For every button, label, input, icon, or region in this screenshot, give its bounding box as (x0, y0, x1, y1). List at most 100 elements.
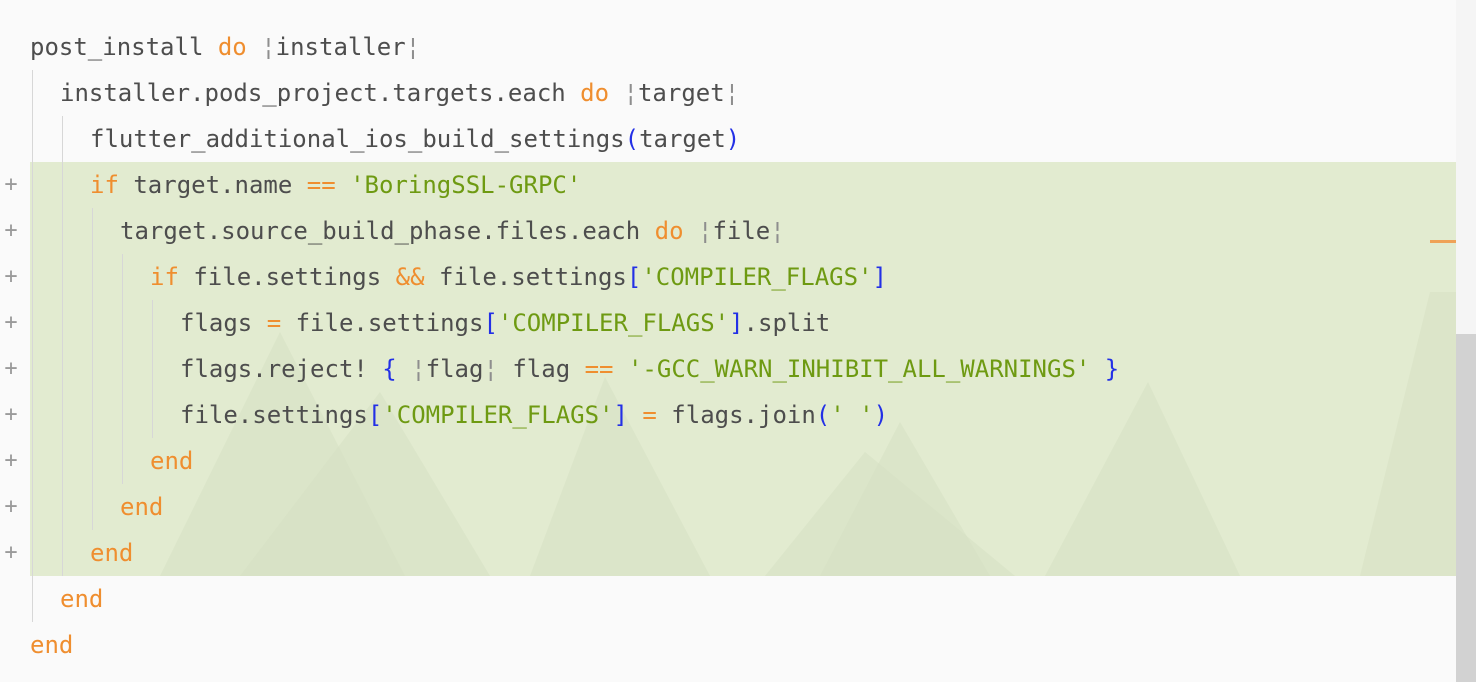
code-token: = (266, 309, 282, 337)
code-token: = (642, 401, 657, 429)
code-token: end (30, 631, 74, 659)
code-token: [ (483, 309, 498, 337)
code-token (628, 401, 642, 429)
code-token (614, 355, 628, 383)
code-line[interactable]: installer.pods_project.targets.each do ¦… (0, 70, 1476, 116)
added-line-marker: + (4, 172, 18, 197)
indent-guide (62, 116, 63, 576)
code-token: ¦ (411, 355, 426, 383)
code-token: file.settings (180, 401, 368, 429)
code-line[interactable]: if target.name == 'BoringSSL-GRPC' (0, 162, 1476, 208)
code-line[interactable]: flags.reject! { ¦flag¦ flag == '-GCC_WAR… (0, 346, 1476, 392)
added-line-marker: + (4, 310, 18, 335)
code-token: file.settings (424, 263, 627, 291)
code-token: [ (626, 263, 642, 291)
code-token (684, 217, 698, 245)
indent-guide (32, 70, 33, 622)
code-token: ¦ (261, 33, 276, 61)
code-token: flutter_additional_ios_build_settings (90, 125, 625, 153)
code-token: file.settings (281, 309, 484, 337)
code-token: 'COMPILER_FLAGS' (641, 263, 873, 291)
code-line[interactable]: end (0, 438, 1476, 484)
code-token: == (306, 171, 336, 199)
code-token: ' ' (830, 401, 874, 429)
code-line[interactable]: file.settings['COMPILER_FLAGS'] = flags.… (0, 392, 1476, 438)
code-line[interactable]: target.source_build_phase.files.each do … (0, 208, 1476, 254)
code-token: ¦ (483, 355, 498, 383)
code-line[interactable]: flags = file.settings['COMPILER_FLAGS'].… (0, 300, 1476, 346)
added-line-marker: + (4, 494, 18, 519)
code-token: file.settings (178, 263, 396, 291)
code-token: if (90, 171, 119, 199)
code-token: ) (873, 401, 889, 429)
code-token: flags (180, 309, 267, 337)
code-line[interactable]: end (0, 576, 1476, 622)
code-token: ¦ (697, 217, 713, 245)
code-token: == (584, 355, 614, 383)
code-token: .split (743, 309, 831, 337)
code-line[interactable]: end (0, 530, 1476, 576)
code-token: ¦ (724, 79, 740, 107)
code-token: do (217, 33, 247, 61)
code-token: 'BoringSSL-GRPC' (350, 171, 582, 199)
indent-guide (152, 300, 153, 438)
code-token: installer.pods_project.targets.each (60, 79, 581, 107)
code-token: flags.reject! (180, 355, 383, 383)
code-token: target (639, 125, 726, 153)
code-token: target.source_build_phase.files.each (120, 217, 655, 245)
code-token: installer (275, 33, 406, 61)
code-token: end (120, 493, 164, 521)
code-line[interactable]: end (0, 484, 1476, 530)
added-line-marker: + (4, 540, 18, 565)
added-line-marker: + (4, 264, 18, 289)
code-token (1090, 355, 1104, 383)
code-token: ¦ (405, 33, 421, 61)
code-token: ) (725, 125, 741, 153)
added-line-marker: + (4, 218, 18, 243)
code-line[interactable]: flutter_additional_ios_build_settings(ta… (0, 116, 1476, 162)
code-token: flag (425, 355, 484, 383)
code-token: file (712, 217, 771, 245)
code-token: flag (497, 355, 585, 383)
code-token: 'COMPILER_FLAGS' (382, 401, 614, 429)
vertical-scrollbar-thumb[interactable] (1456, 334, 1476, 682)
code-token (336, 171, 350, 199)
background-watermark (160, 292, 1456, 576)
code-token: '-GCC_WARN_INHIBIT_ALL_WARNINGS' (627, 355, 1091, 383)
code-token (609, 79, 623, 107)
code-token: target (637, 79, 725, 107)
code-token: 'COMPILER_FLAGS' (497, 309, 730, 337)
code-token: flags.join (656, 401, 816, 429)
code-line[interactable]: post_install do ¦installer¦ (0, 24, 1450, 70)
scroll-position-marker (1430, 240, 1456, 243)
added-lines-highlight (30, 162, 1456, 576)
code-token: post_install (30, 33, 218, 61)
code-token (397, 355, 411, 383)
code-token: ¦ (770, 217, 785, 245)
added-line-marker: + (4, 356, 18, 381)
code-token: ] (613, 401, 628, 429)
code-line[interactable]: end (0, 622, 1450, 668)
added-line-marker: + (4, 448, 18, 473)
code-token (247, 33, 261, 61)
code-token: } (1104, 355, 1120, 383)
code-token: end (60, 585, 104, 613)
indent-guide (92, 208, 93, 530)
code-token: ] (872, 263, 887, 291)
code-token: target.name (118, 171, 307, 199)
code-token: { (382, 355, 397, 383)
code-token: ( (624, 125, 640, 153)
code-token: do (654, 217, 684, 245)
code-token: if (150, 263, 179, 291)
code-token: ¦ (623, 79, 638, 107)
code-token: ( (815, 401, 831, 429)
code-token: end (150, 447, 194, 475)
added-line-marker: + (4, 402, 18, 427)
code-token: ] (729, 309, 744, 337)
code-token: end (90, 539, 134, 567)
code-token: && (395, 263, 425, 291)
code-token: [ (367, 401, 383, 429)
code-token: do (580, 79, 610, 107)
code-line[interactable]: if file.settings && file.settings['COMPI… (0, 254, 1476, 300)
